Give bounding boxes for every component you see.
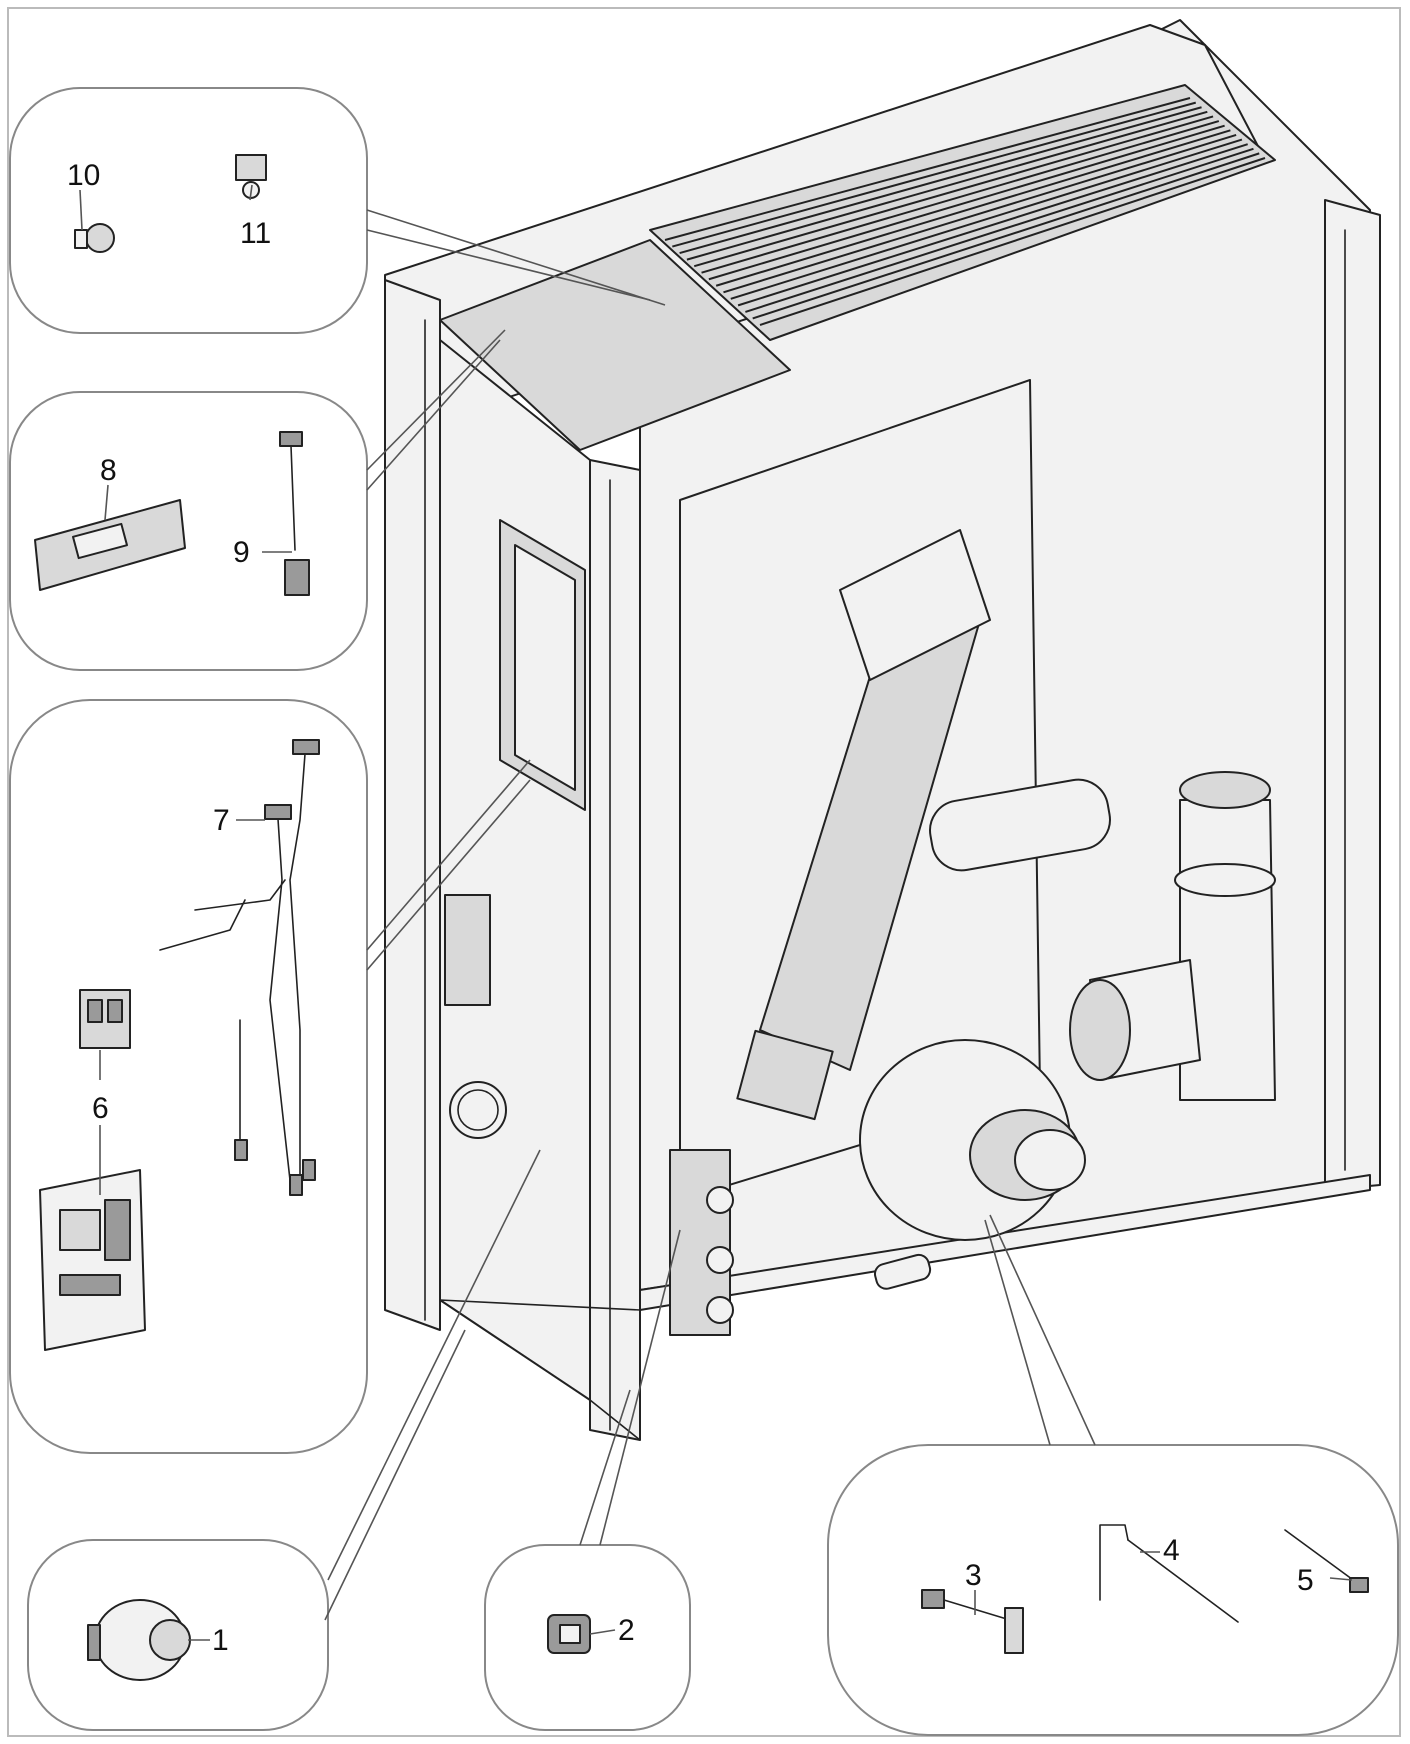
left-side-panel xyxy=(439,339,591,1401)
top-box xyxy=(439,239,791,451)
pressure-switch-icon xyxy=(87,1599,191,1681)
callout-4: 4 xyxy=(1163,1534,1180,1567)
circuit-board-icon xyxy=(39,1169,146,1351)
cable-icon xyxy=(279,431,310,596)
grille-slot xyxy=(679,106,1202,255)
stove-assembly xyxy=(384,19,1381,1441)
grille-slot xyxy=(686,110,1208,261)
capacitor xyxy=(873,1253,932,1290)
temperature-sensor-rod-icon xyxy=(1284,1529,1369,1593)
terminal-block xyxy=(444,894,491,1006)
grille-slot xyxy=(759,157,1266,326)
callout-1: 1 xyxy=(212,1624,229,1657)
wiring-harness-icon xyxy=(159,739,320,1196)
exhaust-pipe xyxy=(1069,771,1276,1101)
callout-5: 5 xyxy=(1297,1564,1314,1597)
left-pillar xyxy=(384,279,441,1331)
base xyxy=(639,1174,1371,1311)
control-panel-icon xyxy=(34,499,186,591)
front-pillar xyxy=(589,459,641,1441)
callout-6: 6 xyxy=(92,1092,109,1125)
grille-slot xyxy=(723,133,1237,294)
gear-motor xyxy=(736,1029,834,1121)
temperature-probe-icon xyxy=(921,1589,1024,1654)
callout-8: 8 xyxy=(100,454,117,487)
safety-thermostat-icon xyxy=(235,154,267,199)
control-box xyxy=(669,1149,734,1336)
grille-slot xyxy=(672,101,1197,248)
resistor-element-icon xyxy=(1099,1524,1239,1623)
callout-2: 2 xyxy=(618,1614,635,1647)
grille-slot xyxy=(715,129,1231,287)
bubble-probes xyxy=(827,1444,1399,1736)
cylinder xyxy=(929,778,1111,872)
grille-slot xyxy=(693,115,1214,268)
grille-slot xyxy=(701,120,1220,274)
grille-slot xyxy=(752,152,1260,320)
callout-7: 7 xyxy=(213,804,230,837)
bubble-control-panel xyxy=(9,391,368,671)
right-frame xyxy=(1324,199,1381,1191)
page-frame xyxy=(7,7,1401,1737)
callout-10: 10 xyxy=(67,159,100,192)
grille-slot xyxy=(737,143,1248,307)
callout-11: 11 xyxy=(240,217,271,250)
grille-slot xyxy=(730,138,1243,300)
bubble-thermostats xyxy=(9,87,368,334)
grille-slot xyxy=(708,124,1225,281)
bubble-leaders xyxy=(324,209,1096,1621)
top-grille xyxy=(649,84,1276,341)
combustion-fan xyxy=(859,1039,1086,1241)
thermostat-icon xyxy=(74,223,115,253)
grille-slot xyxy=(664,97,1191,241)
switch-icon xyxy=(79,989,131,1049)
callout-9: 9 xyxy=(233,536,250,569)
sensor-icon xyxy=(547,1614,591,1654)
grille-slot xyxy=(745,147,1254,313)
callout-3: 3 xyxy=(965,1559,982,1592)
